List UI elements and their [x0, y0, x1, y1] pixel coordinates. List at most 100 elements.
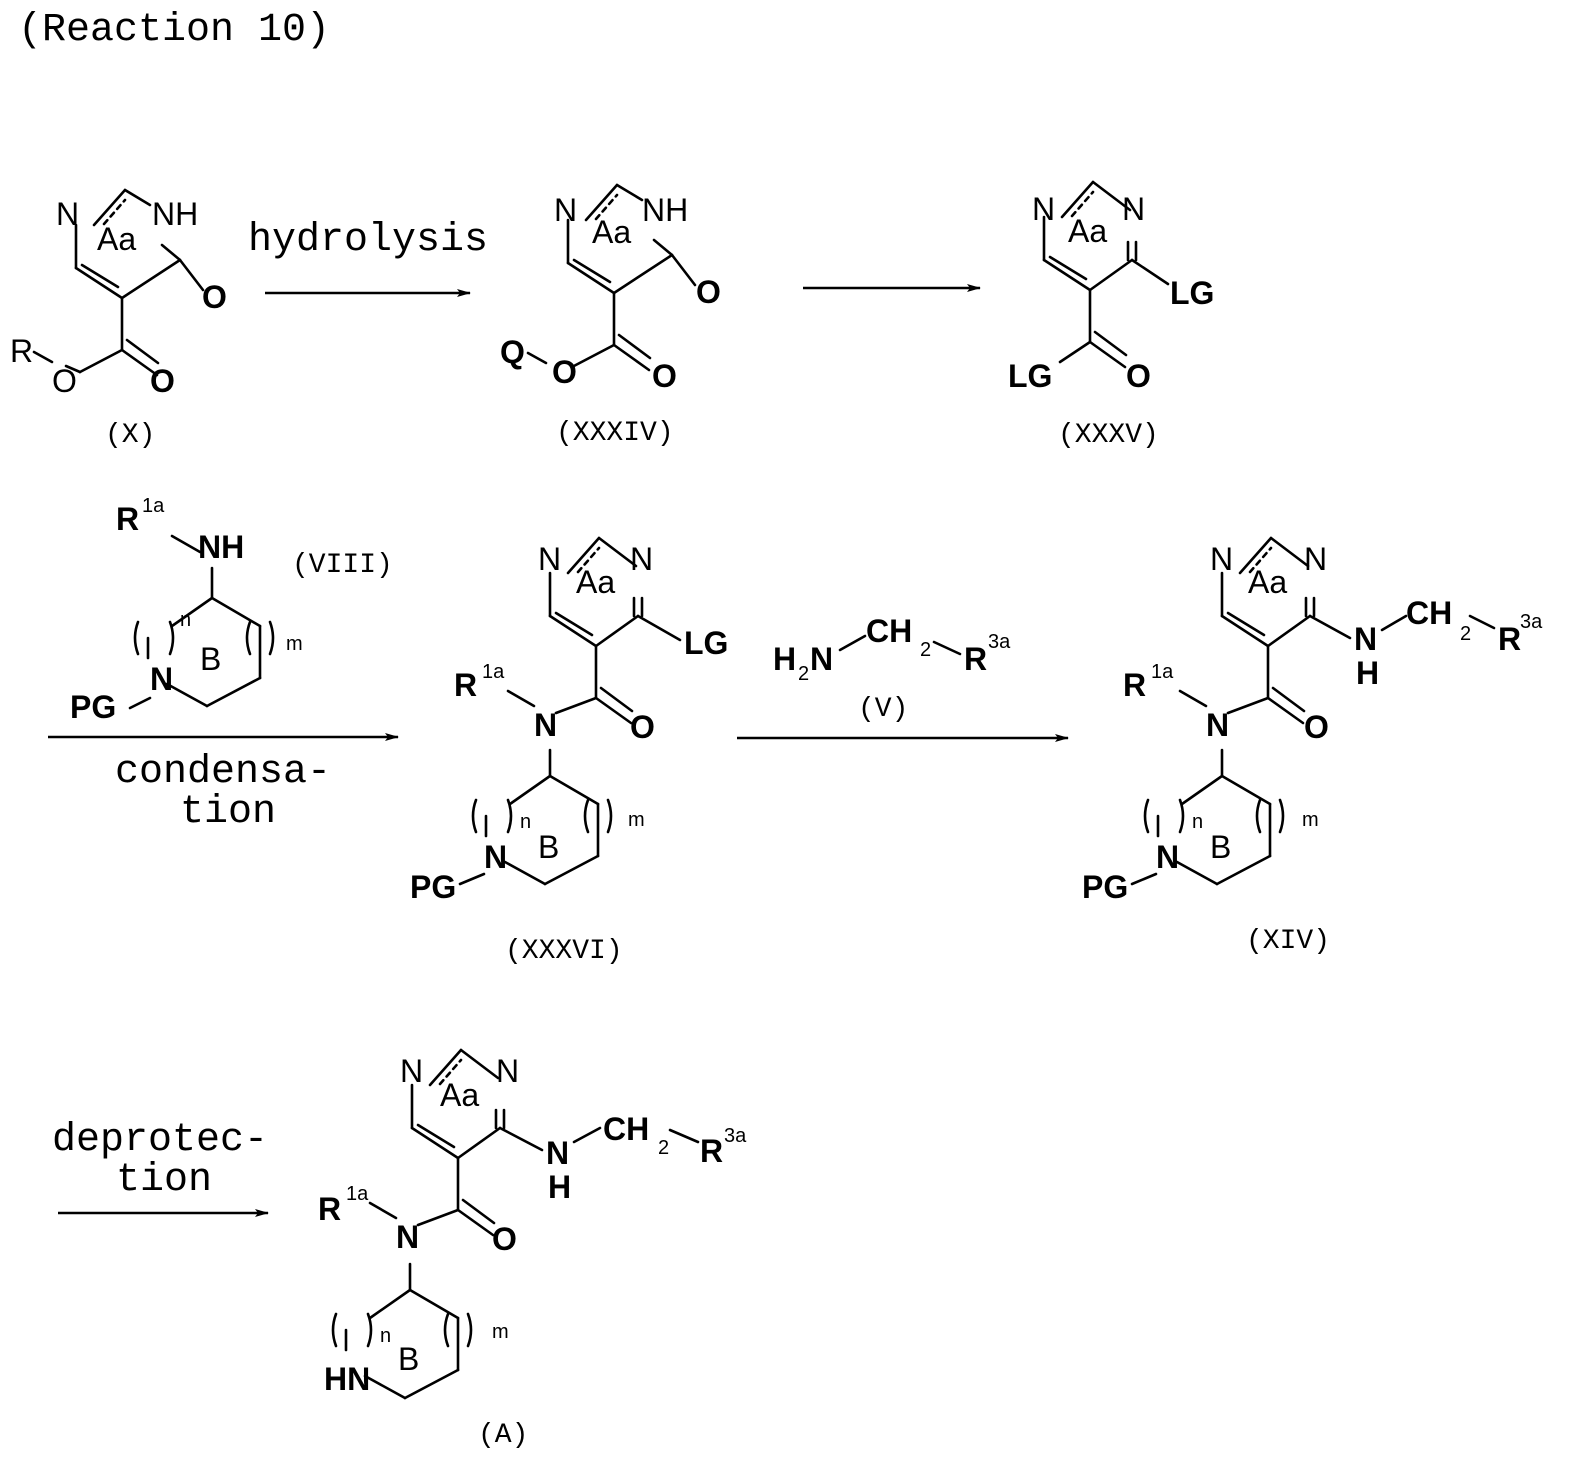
- atom-nh: NH: [152, 196, 198, 232]
- index-m: m: [1302, 809, 1319, 831]
- ring-b-label: B: [538, 829, 559, 865]
- atom-n: N: [630, 541, 653, 577]
- atom-n: N: [546, 1135, 569, 1171]
- atom-r: R: [1498, 621, 1521, 657]
- compound-xxxvi: N N Aa LG O N R 1a: [454, 538, 728, 745]
- atom-r-superscript: 3a: [724, 1125, 747, 1147]
- atom-n: N: [400, 1053, 423, 1089]
- atom-o: O: [1126, 358, 1151, 394]
- atom-n: N: [56, 196, 79, 232]
- atom-ch: CH: [1406, 595, 1452, 631]
- ring-aa-label: Aa: [440, 1077, 479, 1113]
- atom-pg: PG: [410, 869, 456, 905]
- atom-r-superscript: 1a: [482, 661, 505, 683]
- atom-n: N: [1156, 839, 1179, 875]
- compound-a-piperidine: n m B HN: [324, 1264, 509, 1398]
- atom-r-superscript: 3a: [988, 631, 1011, 653]
- step-label-hydrolysis: hydrolysis: [248, 218, 488, 263]
- atom-r: R: [700, 1133, 723, 1169]
- compound-xxxvi-piperidine: n m B N PG: [410, 750, 645, 905]
- atom-n: N: [496, 1053, 519, 1089]
- atom-n: N: [1354, 621, 1377, 657]
- compound-xxxv: N N Aa LG O LG: [1008, 182, 1214, 394]
- index-m: m: [492, 1321, 509, 1343]
- atom-nh: NH: [198, 529, 244, 565]
- ring-b-label: B: [398, 1341, 419, 1377]
- ring-aa-label: Aa: [592, 214, 631, 250]
- atom-subscript: 2: [1460, 623, 1471, 645]
- atom-o: O: [652, 358, 677, 394]
- atom-r-superscript: 1a: [346, 1183, 369, 1205]
- atom-lg: LG: [1170, 275, 1214, 311]
- ring-aa-label: Aa: [576, 564, 615, 600]
- compound-label-xxxiv: (XXXIV): [556, 418, 674, 449]
- ring-aa-label: Aa: [1248, 564, 1287, 600]
- atom-r-superscript: 1a: [1151, 661, 1174, 683]
- atom-lg: LG: [684, 625, 728, 661]
- atom-pg: PG: [1082, 869, 1128, 905]
- atom-o: O: [1304, 709, 1329, 745]
- scheme-title: (Reaction 10): [18, 8, 330, 53]
- compound-label-a: (A): [478, 1420, 528, 1451]
- compound-x: N NH Aa O O O R: [10, 190, 227, 399]
- step-label-condensation: tion: [180, 790, 276, 835]
- atom-r: R: [116, 501, 139, 537]
- index-n: n: [180, 609, 191, 631]
- atom-o: O: [150, 363, 175, 399]
- atom-r: R: [454, 667, 477, 703]
- atom-n: N: [554, 192, 577, 228]
- atom-ch: CH: [866, 613, 912, 649]
- compound-label-xxxvi: (XXXVI): [505, 936, 623, 967]
- atom-n: N: [810, 641, 833, 677]
- atom-o: O: [696, 274, 721, 310]
- atom-h: H: [548, 1169, 571, 1205]
- compound-xiv-piperidine: n m B N PG: [1082, 750, 1319, 905]
- atom-nh: NH: [642, 192, 688, 228]
- atom-h: H: [1356, 655, 1379, 691]
- atom-h: H: [773, 641, 796, 677]
- index-n: n: [1192, 811, 1203, 833]
- index-m: m: [286, 633, 303, 655]
- index-m: m: [628, 809, 645, 831]
- compound-label-v: (V): [858, 694, 908, 725]
- atom-r: R: [964, 641, 987, 677]
- atom-n: N: [538, 541, 561, 577]
- atom-subscript: 2: [798, 663, 809, 685]
- atom-o: O: [492, 1221, 517, 1257]
- atom-r: R: [318, 1191, 341, 1227]
- atom-n: N: [1304, 541, 1327, 577]
- atom-n: N: [1032, 191, 1055, 227]
- atom-ch: CH: [603, 1111, 649, 1147]
- atom-q: Q: [500, 334, 525, 370]
- index-n: n: [520, 811, 531, 833]
- atom-r: R: [1123, 667, 1146, 703]
- compound-a: N N Aa N H CH 2 R 3a O N R 1a: [318, 1050, 747, 1257]
- atom-lg: LG: [1008, 358, 1052, 394]
- atom-r: R: [10, 333, 33, 369]
- ring-aa-label: Aa: [1068, 213, 1107, 249]
- atom-o: O: [552, 354, 577, 390]
- atom-n: N: [1206, 707, 1229, 743]
- reagent-viii: R 1a NH n m B N PG: [70, 495, 303, 725]
- atom-o: O: [52, 363, 77, 399]
- ring-aa-label: Aa: [97, 221, 136, 257]
- atom-n: N: [534, 707, 557, 743]
- step-label-deprotection: tion: [116, 1158, 212, 1203]
- compound-xxxiv: N NH Aa O O O Q: [500, 185, 721, 394]
- step-label-deprotection: deprotec-: [52, 1118, 268, 1163]
- atom-subscript: 2: [920, 639, 931, 661]
- compound-xiv: N N Aa N H CH 2 R 3a O N R 1a: [1123, 538, 1543, 745]
- atom-r-superscript: 1a: [142, 495, 165, 517]
- atom-subscript: 2: [658, 1137, 669, 1159]
- reagent-v: H 2 N CH 2 R 3a: [773, 613, 1011, 685]
- atom-n: N: [1122, 191, 1145, 227]
- ring-b-label: B: [200, 641, 221, 677]
- compound-label-viii: (VIII): [292, 550, 393, 581]
- atom-n: N: [1210, 541, 1233, 577]
- step-label-condensation: condensa-: [115, 750, 331, 795]
- atom-n: N: [396, 1219, 419, 1255]
- compound-label-xiv: (XIV): [1246, 926, 1330, 957]
- atom-o: O: [202, 279, 227, 315]
- compound-label-xxxv: (XXXV): [1058, 420, 1159, 451]
